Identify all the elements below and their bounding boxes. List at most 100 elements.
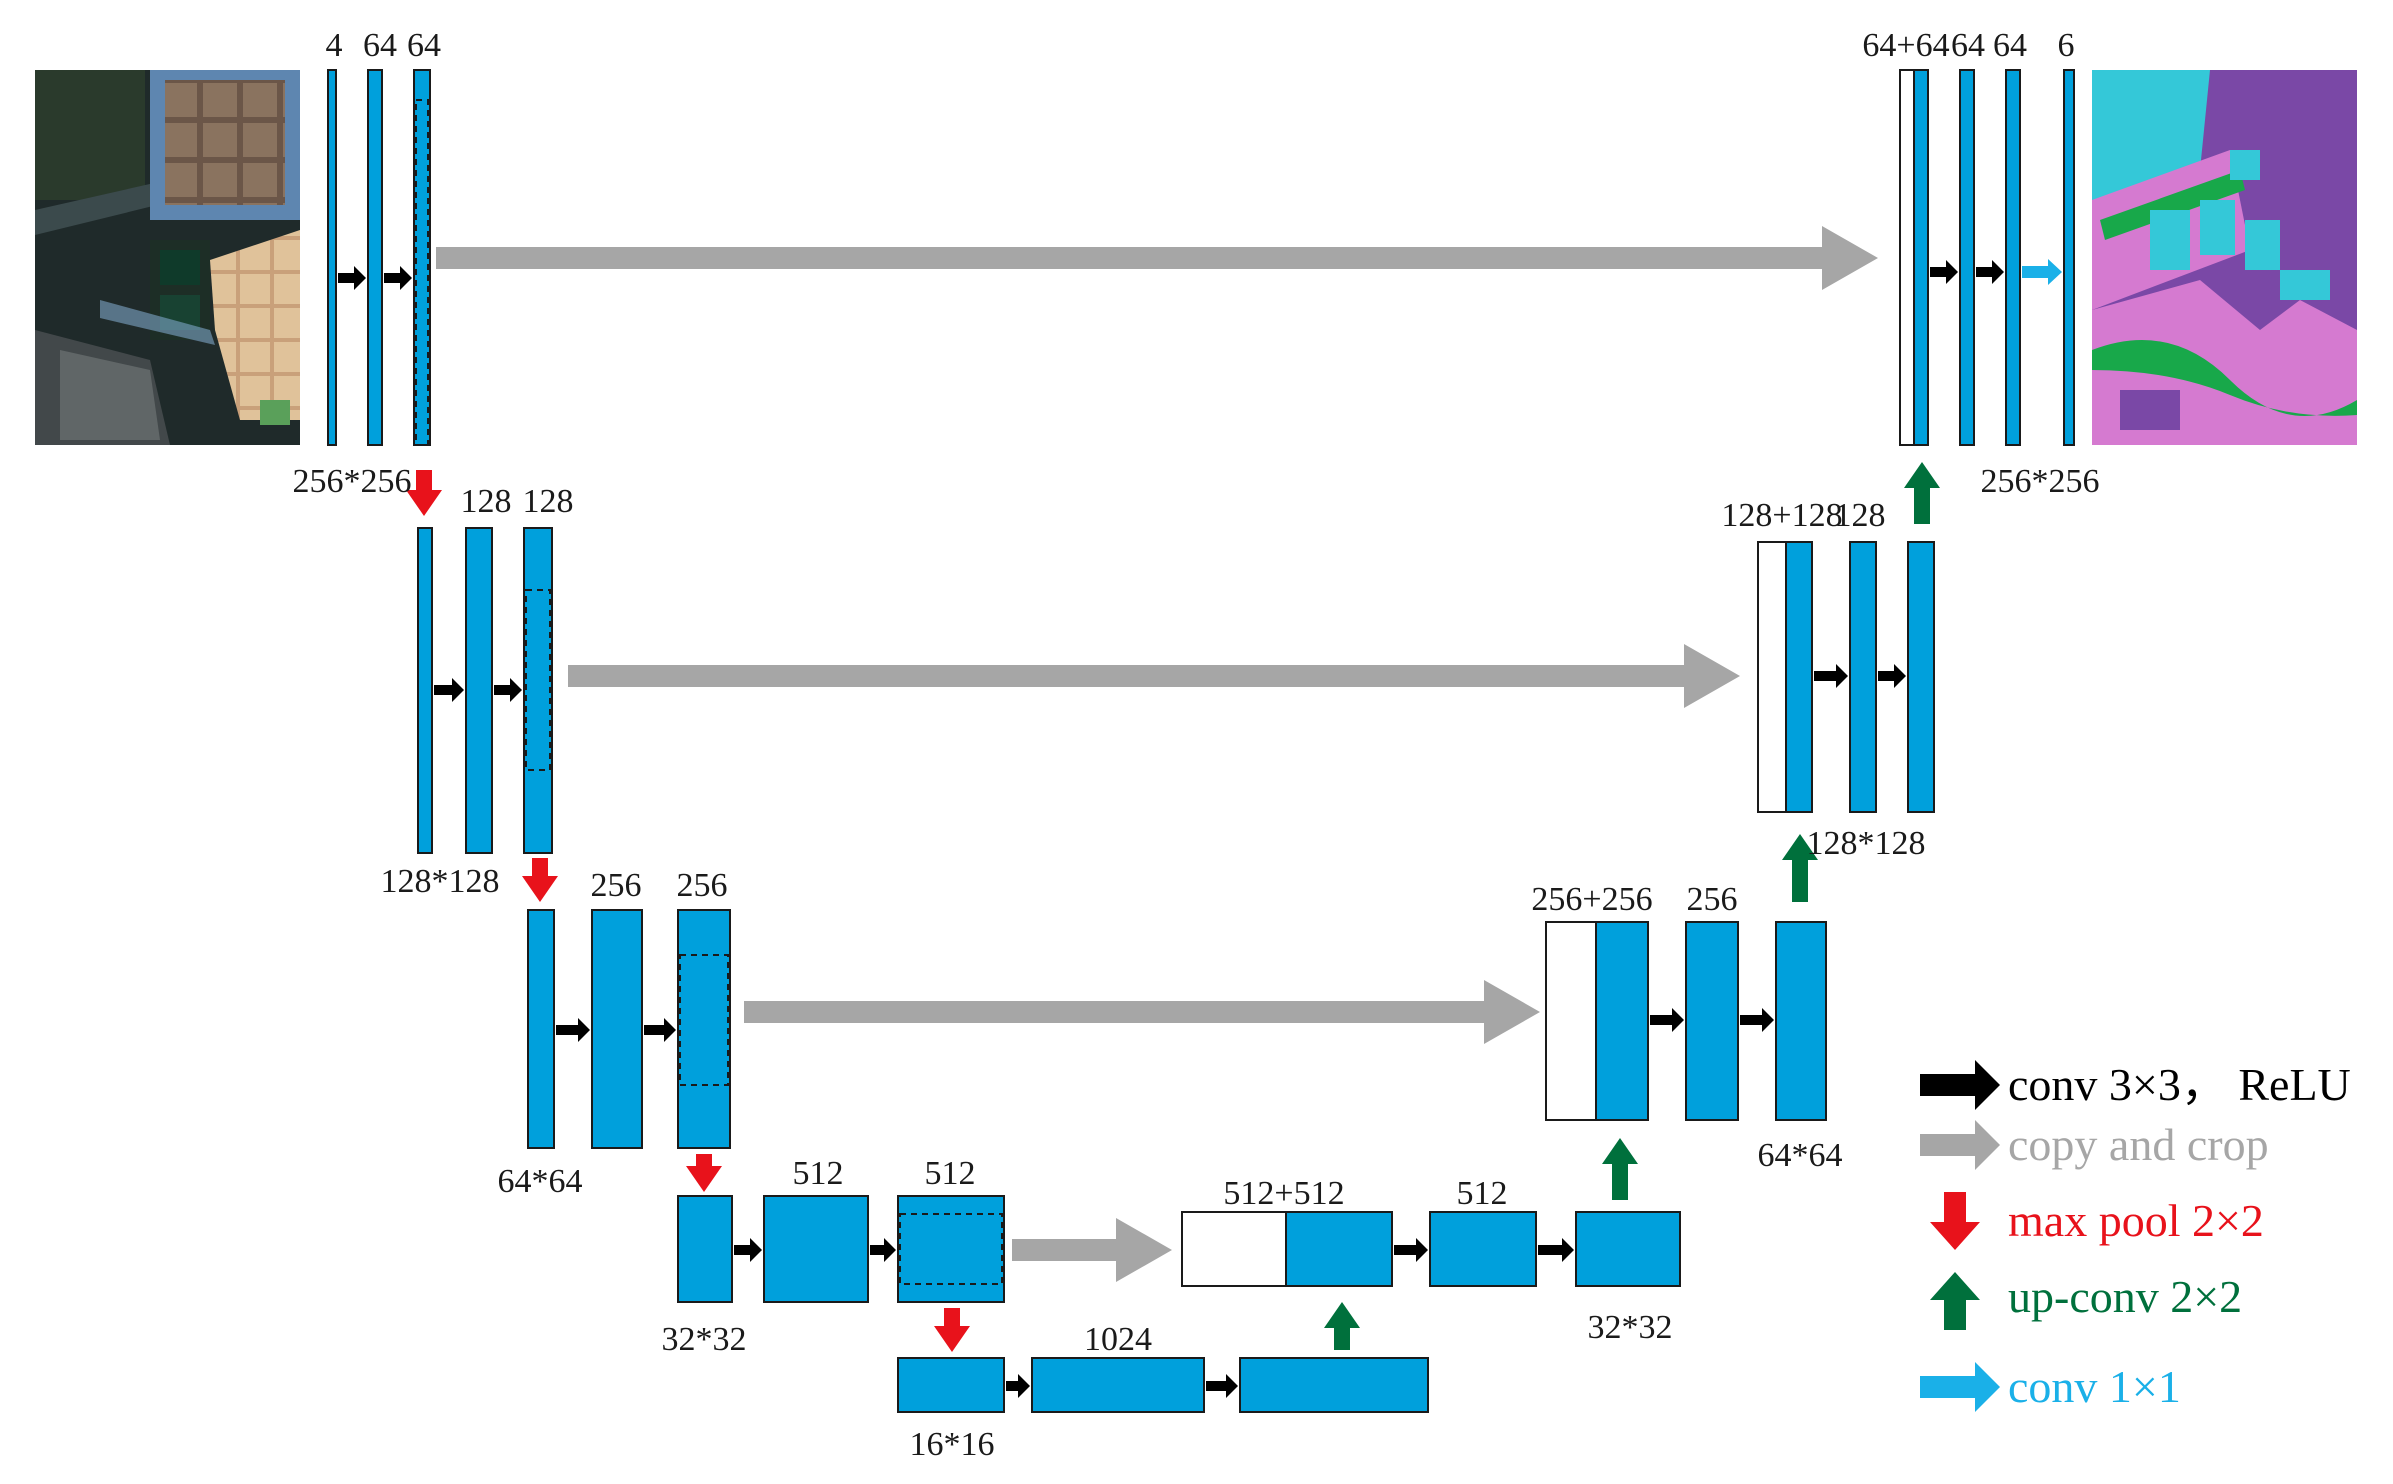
- block-l1-conv1: [367, 69, 383, 446]
- conv-l4a-arrow-icon: [734, 1238, 762, 1262]
- block-d2-copy: [1757, 541, 1787, 813]
- label-d2-cat: 128+128: [1721, 497, 1842, 534]
- label-l4-c2: 512: [925, 1155, 976, 1192]
- block-l2-conv1: [465, 527, 493, 854]
- up-1-arrow-icon: [1904, 462, 1940, 524]
- legend-pool-label: max pool 2×2: [2008, 1195, 2264, 1246]
- conv-d1b-arrow-icon: [1976, 260, 2004, 284]
- block-l4-conv0: [677, 1195, 733, 1303]
- label-d4-size: 32*32: [1588, 1309, 1673, 1346]
- copy-l3-arrow-icon: [744, 980, 1540, 1044]
- legend-conv3-arrow-icon: [1920, 1060, 2000, 1110]
- legend-conv3-label: conv 3×3， ReLU: [2008, 1059, 2351, 1110]
- pool-2-arrow-icon: [522, 858, 558, 902]
- conv-l5a-arrow-icon: [1006, 1374, 1030, 1398]
- block-d1-conv2: [2005, 69, 2021, 446]
- crop-l4-crop: [899, 1213, 1003, 1285]
- label-d1-size: 256*256: [1981, 463, 2100, 500]
- label-d3-size: 64*64: [1758, 1137, 1843, 1174]
- block-l5-conv1: [1031, 1357, 1205, 1413]
- block-l3-conv2: [677, 909, 731, 1149]
- block-l2-conv2: [523, 527, 553, 854]
- label-d4-cat: 512+512: [1223, 1175, 1344, 1212]
- up-3-arrow-icon: [1602, 1138, 1638, 1200]
- conv-l5b-arrow-icon: [1206, 1374, 1238, 1398]
- crop-l3-crop: [679, 954, 729, 1086]
- conv-d2b-arrow-icon: [1878, 664, 1906, 688]
- copy-l1-arrow-icon: [436, 226, 1878, 290]
- block-d1-up: [1913, 69, 1929, 446]
- block-d1-copy: [1899, 69, 1915, 446]
- label-l1-c1: 64: [363, 27, 397, 64]
- block-d1-out: [2063, 69, 2075, 446]
- block-d3-conv1: [1685, 921, 1739, 1121]
- conv-l2b-arrow-icon: [494, 678, 522, 702]
- block-d3-copy: [1545, 921, 1597, 1121]
- label-l1-size: 256*256: [293, 463, 412, 500]
- conv-d3b-arrow-icon: [1740, 1008, 1774, 1032]
- label-l5-size: 16*16: [910, 1426, 995, 1463]
- network-arrows: [338, 226, 2062, 1398]
- block-l1-input: [327, 69, 337, 446]
- block-d2-conv2: [1907, 541, 1935, 813]
- block-l5-conv0: [897, 1357, 1005, 1413]
- label-l5-c: 1024: [1084, 1321, 1152, 1358]
- conv-d3a-arrow-icon: [1650, 1008, 1684, 1032]
- input-image: [35, 70, 300, 445]
- legend-copy-label: copy and crop: [2008, 1119, 2269, 1170]
- block-l4-conv2: [897, 1195, 1005, 1303]
- legend-conv1: conv 1×1: [1920, 1361, 2181, 1412]
- pool-1-arrow-icon: [406, 470, 442, 516]
- legend-conv1-label: conv 1×1: [2008, 1361, 2181, 1412]
- legend-up-arrow-icon: [1930, 1272, 1980, 1330]
- pool-3-arrow-icon: [686, 1154, 722, 1192]
- label-l4-c1: 512: [793, 1155, 844, 1192]
- pool-4-arrow-icon: [934, 1308, 970, 1352]
- label-d2-size: 128*128: [1807, 825, 1926, 862]
- conv1x1-out-arrow-icon: [2022, 259, 2062, 285]
- conv-l3a-arrow-icon: [556, 1018, 590, 1042]
- conv-l4b-arrow-icon: [870, 1238, 896, 1262]
- output-image: [2092, 70, 2357, 445]
- conv-d1a-arrow-icon: [1930, 260, 1958, 284]
- label-d4-c: 512: [1457, 1175, 1508, 1212]
- label-l2-c2: 128: [523, 483, 574, 520]
- legend-pool-arrow-icon: [1930, 1192, 1980, 1250]
- label-l3-c1: 256: [591, 867, 642, 904]
- legend-up: up-conv 2×2: [1930, 1271, 2242, 1330]
- label-l2-c1: 128: [461, 483, 512, 520]
- label-d1-c1: 64: [1951, 27, 1985, 64]
- network-blocks: [327, 69, 2075, 1413]
- block-l3-conv0: [527, 909, 555, 1149]
- label-l4-size: 32*32: [662, 1321, 747, 1358]
- legend: conv 3×3， ReLU copy and crop max pool 2×…: [1920, 1059, 2351, 1412]
- block-d3-up: [1595, 921, 1649, 1121]
- legend-copy-arrow-icon: [1920, 1120, 2000, 1170]
- crop-l2-crop: [525, 589, 551, 771]
- legend-conv1-arrow-icon: [1920, 1362, 2000, 1412]
- label-d1-out: 6: [2058, 27, 2075, 64]
- conv-l3b-arrow-icon: [644, 1018, 676, 1042]
- conv-d2a-arrow-icon: [1814, 664, 1848, 688]
- legend-conv3: conv 3×3， ReLU: [1920, 1059, 2351, 1110]
- legend-up-label: up-conv 2×2: [2008, 1271, 2242, 1322]
- label-l1-c2: 64: [407, 27, 441, 64]
- block-d2-up: [1785, 541, 1813, 813]
- legend-copy: copy and crop: [1920, 1119, 2269, 1170]
- conv-l2a-arrow-icon: [434, 678, 464, 702]
- label-l3-size: 64*64: [498, 1163, 583, 1200]
- label-d1-c2: 64: [1993, 27, 2027, 64]
- block-d1-conv1: [1959, 69, 1975, 446]
- conv-l1b-arrow-icon: [384, 266, 412, 290]
- label-l1-in: 4: [326, 27, 343, 64]
- copy-l4-arrow-icon: [1012, 1218, 1172, 1282]
- label-l2-size: 128*128: [381, 863, 500, 900]
- block-l2-conv0: [417, 527, 433, 854]
- block-d3-conv2: [1775, 921, 1827, 1121]
- legend-pool: max pool 2×2: [1930, 1192, 2264, 1250]
- block-l5-conv2: [1239, 1357, 1429, 1413]
- label-d3-c: 256: [1687, 881, 1738, 918]
- block-l4-conv1: [763, 1195, 869, 1303]
